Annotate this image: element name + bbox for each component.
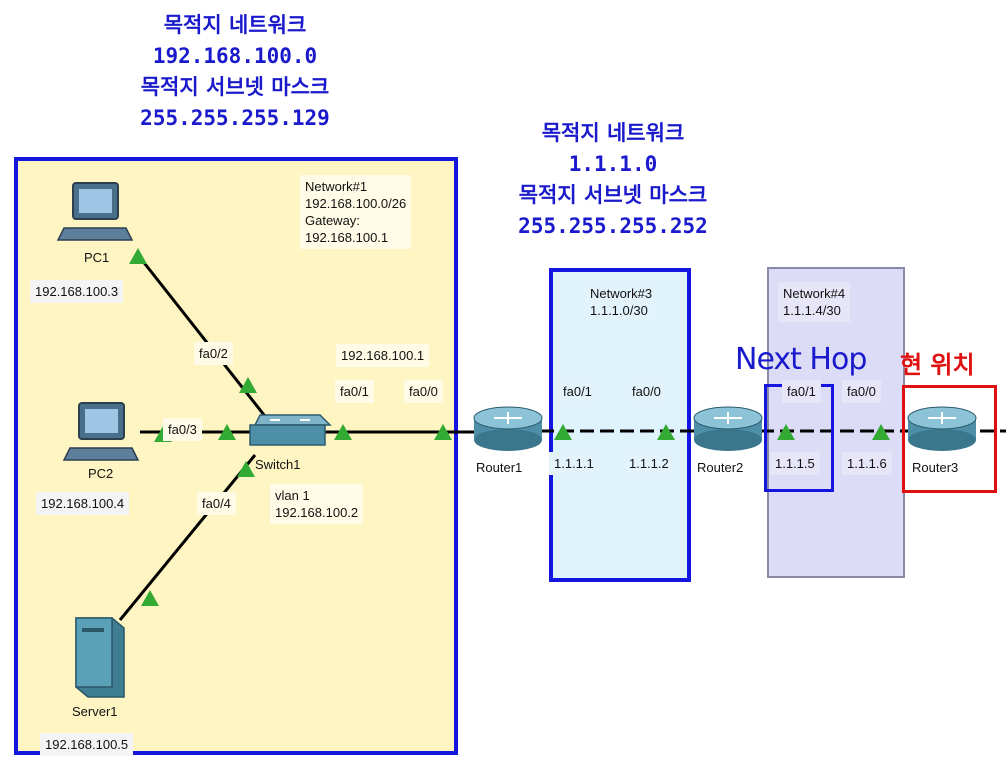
destination-network-label: 목적지 네트워크 — [163, 13, 307, 37]
current-location-highlight — [902, 385, 997, 493]
link-up-icon — [777, 424, 795, 440]
middle-destination-annotation: 목적지 네트워크 1.1.1.0 목적지 서브넷 마스크 255.255.255… — [468, 118, 758, 242]
server-icon — [75, 617, 125, 698]
network1-subnet: 192.168.100.0/26 — [305, 196, 407, 211]
destination-mask-value: 255.255.255.252 — [518, 214, 708, 238]
pc-icon — [56, 182, 134, 241]
server1-name: Server1 — [72, 704, 118, 719]
port-fa0-3: fa0/3 — [163, 418, 202, 441]
destination-network-value: 192.168.100.0 — [152, 44, 318, 68]
port-switch-fa0-1: fa0/1 — [335, 380, 374, 403]
port-router1-fa0-0: fa0/0 — [404, 380, 443, 403]
network4-title: Network#4 — [783, 286, 846, 301]
network3-title: Network#3 — [590, 286, 653, 301]
link-up-icon — [239, 377, 257, 393]
pc-icon — [62, 402, 140, 461]
left-destination-annotation: 목적지 네트워크 192.168.100.0 목적지 서브넷 마스크 255.2… — [90, 10, 380, 134]
link-up-icon — [141, 590, 159, 606]
next-hop-label: Next Hop — [735, 342, 867, 377]
network1-note: Network#1 192.168.100.0/26 Gateway: 192.… — [300, 175, 412, 249]
destination-mask-value: 255.255.255.129 — [140, 106, 330, 130]
switch1-vlan-ip: 192.168.100.2 — [275, 505, 359, 520]
network1-title: Network#1 — [305, 179, 368, 194]
switch1-vlan: vlan 1 — [275, 488, 310, 503]
switch1-vlan-note: vlan 1 192.168.100.2 — [270, 484, 364, 524]
router3-net4-ip: 1.1.1.6 — [842, 452, 892, 475]
router-icon — [693, 406, 763, 451]
network1-gateway-label: Gateway: — [305, 213, 360, 228]
port-router1-fa0-1: fa0/1 — [558, 380, 597, 403]
router2-net3-ip: 1.1.1.2 — [624, 452, 674, 475]
pc2-name: PC2 — [88, 466, 114, 481]
link-up-icon — [554, 424, 572, 440]
router3-name: Router3 — [912, 460, 959, 475]
destination-network-value: 1.1.1.0 — [568, 152, 658, 176]
router1-wan-ip: 1.1.1.1 — [549, 452, 599, 475]
pc1-name: PC1 — [84, 250, 110, 265]
network3-subnet: 1.1.1.0/30 — [590, 303, 648, 318]
current-location-label: 현 위치 — [900, 351, 975, 379]
network1-gateway: 192.168.100.1 — [305, 230, 389, 245]
network3-note: Network#3 1.1.1.0/30 — [585, 282, 658, 322]
router2-name: Router2 — [697, 460, 744, 475]
link-pc1-switch — [136, 254, 270, 421]
destination-mask-label: 목적지 서브넷 마스크 — [140, 75, 330, 99]
link-server-switch — [118, 454, 257, 621]
router-icon — [473, 406, 543, 451]
port-router2-fa0-0: fa0/0 — [627, 380, 666, 403]
link-up-icon — [129, 248, 147, 264]
link-up-icon — [872, 424, 890, 440]
switch1-name: Switch1 — [255, 457, 301, 472]
router2-net4-ip: 1.1.1.5 — [770, 452, 820, 475]
network4-note: Network#4 1.1.1.4/30 — [778, 282, 851, 322]
pc1-ip: 192.168.100.3 — [30, 280, 124, 303]
link-up-icon — [218, 424, 236, 440]
link-up-icon — [334, 424, 352, 440]
link-up-icon — [237, 461, 255, 477]
link-up-icon — [434, 424, 452, 440]
port-router2-fa0-1: fa0/1 — [782, 380, 821, 403]
destination-mask-label: 목적지 서브넷 마스크 — [518, 183, 708, 207]
server1-ip: 192.168.100.5 — [40, 733, 134, 756]
network4-subnet: 1.1.1.4/30 — [783, 303, 841, 318]
port-fa0-4: fa0/4 — [197, 492, 236, 515]
port-fa0-2: fa0/2 — [194, 342, 233, 365]
pc2-ip: 192.168.100.4 — [36, 492, 130, 515]
port-router3-fa0-0: fa0/0 — [842, 380, 881, 403]
router1-lan-ip: 192.168.100.1 — [336, 344, 430, 367]
router-icon — [907, 406, 977, 451]
router1-name: Router1 — [476, 460, 523, 475]
destination-network-label: 목적지 네트워크 — [541, 121, 685, 145]
link-up-icon — [657, 424, 675, 440]
switch-icon — [249, 414, 332, 446]
